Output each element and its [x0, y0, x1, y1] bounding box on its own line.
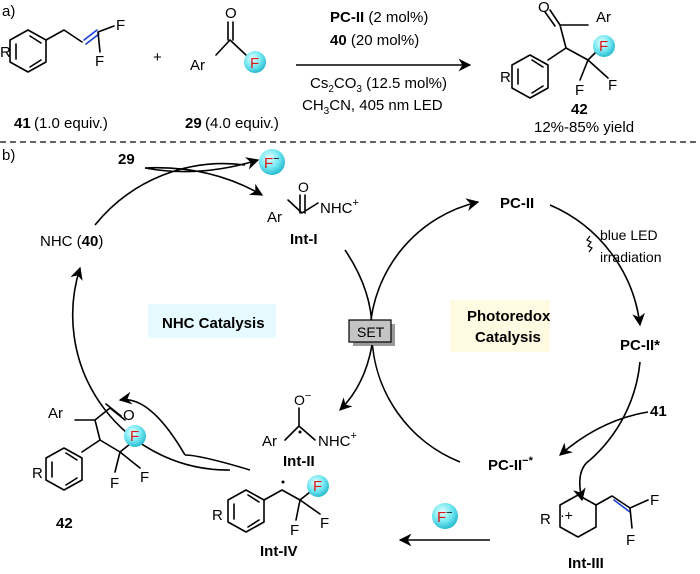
conditions-line-3: Cs2CO3 (12.5 mol%)	[310, 75, 447, 95]
product-42-f: F	[608, 77, 617, 94]
int-i-structure: O Ar NHC+	[267, 179, 359, 226]
compound-41-structure: R F F	[0, 17, 125, 73]
int-ii-ar: Ar	[262, 433, 277, 450]
set-label: SET	[357, 324, 385, 340]
int-iv-structure: R F F F	[212, 475, 329, 539]
fluoride-release-arrow	[144, 157, 260, 173]
photoredox-label-2: Catalysis	[475, 329, 541, 346]
conditions-line-4: CH3CN, 405 nm LED	[302, 97, 443, 117]
int-iv-r: R	[212, 507, 223, 524]
product-42-structure: O Ar R F F F	[500, 0, 617, 99]
product-42b-structure: Ar O R F F F	[32, 403, 149, 492]
41-to-pc-rad-arrow	[559, 411, 649, 456]
photo-cycle-arc-to-pcii	[369, 198, 480, 331]
int-iii-r: R	[540, 511, 551, 528]
int-iv-label: Int-IV	[260, 543, 298, 560]
to-int-iii-arrow	[573, 459, 591, 502]
product-42-o: O	[538, 0, 550, 16]
fluorine-highlight-icon	[593, 35, 615, 57]
to-product-42-arrow	[118, 391, 186, 456]
int-iv-f: F	[320, 515, 329, 532]
int-iii-f1: F	[650, 492, 659, 509]
compound-29-number: 29	[185, 115, 202, 132]
product-42b-o: O	[123, 407, 135, 424]
photoredox-box	[450, 300, 550, 352]
pc-ii-radical-label: PC-II−*	[488, 455, 534, 474]
product-42-yield: 12%-85% yield	[534, 119, 634, 136]
int-i-ar: Ar	[267, 209, 282, 226]
product-42-ar: Ar	[596, 9, 611, 26]
nhc-catalysis-box	[148, 304, 276, 338]
int-i-to-set-line	[344, 249, 373, 331]
product-42b-ar: Ar	[48, 405, 63, 422]
num-41-label: 41	[650, 403, 667, 420]
pc-ii-label: PC-II	[500, 195, 534, 212]
set-box	[348, 319, 392, 343]
compound-29-structure: Ar O F	[190, 5, 266, 74]
panel-b-label: b)	[2, 147, 15, 164]
nhc-40-label: NHC (40)	[40, 233, 103, 250]
int-iv-f2: F	[290, 522, 299, 539]
fluoride-text: F−	[264, 153, 280, 172]
photoredox-label-1: Photoredox	[467, 308, 551, 325]
blue-led-label-2: irradiation	[600, 249, 661, 265]
product-42b-f2: F	[110, 475, 119, 492]
int-iii-f2: F	[626, 532, 635, 549]
compound-29-ar: Ar	[190, 57, 205, 74]
compound-41-r: R	[0, 44, 11, 61]
fluorine-highlight-icon	[244, 51, 266, 73]
compound-29-f: F	[250, 55, 259, 72]
nhc-cycle-arc-left	[70, 266, 231, 471]
photo-cycle-arc-right	[589, 361, 641, 461]
fluoride-icon	[432, 503, 458, 529]
compound-41-equiv: (1.0 equiv.)	[34, 115, 108, 132]
int-i-label: Int-I	[290, 231, 318, 248]
product-42-number: 42	[571, 101, 588, 118]
int-iv-f-highlight: F	[313, 478, 322, 495]
set-to-int-ii-arrow	[339, 344, 373, 411]
plus-sign: +	[153, 49, 162, 66]
int-ii-o: O−	[294, 390, 311, 408]
product-42-f2: F	[575, 82, 584, 99]
int-i-nhc: NHC+	[320, 197, 359, 217]
int-i-formation-arrow	[144, 166, 264, 196]
photo-cycle-arc-bottom	[371, 337, 461, 463]
product-42b-r: R	[32, 465, 43, 482]
int-ii-structure: O− Ar NHC+	[262, 390, 357, 450]
int-i-o: O	[298, 179, 309, 195]
product-42-f-highlight: F	[599, 38, 608, 55]
panel-a-label: a)	[2, 3, 15, 20]
fluorine-highlight-icon	[307, 475, 329, 497]
fluoride-icon	[259, 149, 285, 175]
light-squiggle-icon	[586, 235, 593, 253]
int-ii-nhc: NHC+	[318, 430, 357, 450]
int-iii-radical-cation: ·+	[560, 507, 573, 523]
conditions-line-1: PC-II (2 mol%)	[330, 9, 428, 26]
compound-29-equiv: (4.0 equiv.)	[205, 115, 279, 132]
int-iii-label: Int-III	[568, 555, 604, 572]
pc-ii-star-label: PC-II*	[620, 337, 660, 354]
product-42b-f: F	[140, 469, 149, 486]
compound-41-number: 41	[14, 115, 31, 132]
compound-41-f1: F	[116, 17, 125, 34]
product-42b-number: 42	[56, 515, 73, 532]
top-29-label: 29	[118, 151, 135, 168]
compound-41-f2: F	[95, 53, 104, 70]
int-ii-label: Int-II	[283, 453, 315, 470]
nhc-cycle-arc-top	[94, 162, 246, 226]
compound-29-o: O	[225, 5, 237, 22]
photo-cycle-arc-to-pcii-star	[549, 204, 645, 327]
product-42-r: R	[500, 69, 511, 86]
product-42b-f-highlight: F	[130, 428, 139, 445]
conditions-line-2: 40 (20 mol%)	[330, 32, 419, 49]
nhc-catalysis-label: NHC Catalysis	[162, 315, 265, 332]
fluoride-2-text: F−	[437, 507, 453, 526]
int-iii-structure: R ·+ F F	[540, 492, 659, 549]
combination-curve	[184, 454, 251, 471]
blue-led-label-1: blue LED	[600, 227, 658, 243]
fluorine-highlight-icon	[124, 425, 146, 447]
